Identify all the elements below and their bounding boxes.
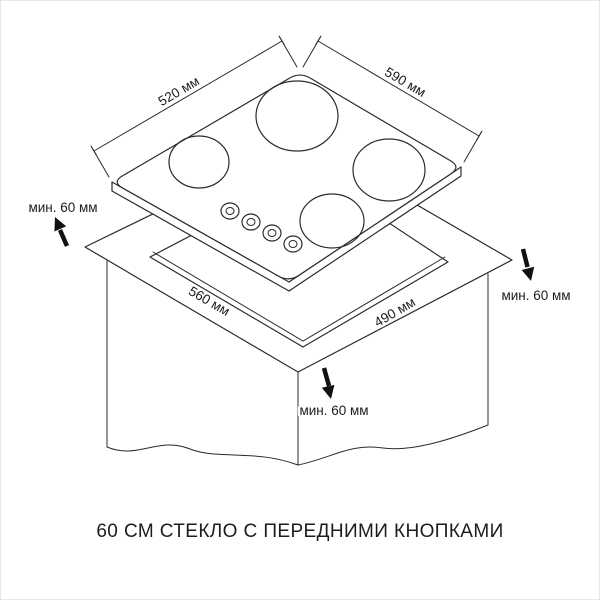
burner-right bbox=[352, 138, 426, 202]
cooktop bbox=[111, 74, 462, 292]
control-knobs bbox=[220, 202, 303, 253]
control-knob-4 bbox=[283, 235, 303, 253]
clearance-right-arrow-stem bbox=[520, 248, 530, 268]
dim-520-label: 520 мм bbox=[156, 73, 202, 109]
dim-590-line bbox=[317, 40, 480, 137]
control-knob-1 bbox=[220, 202, 240, 220]
cooktop-side-thickness bbox=[111, 166, 462, 292]
down-arrow-icon bbox=[321, 384, 335, 399]
cutout-inner-rim bbox=[152, 251, 446, 342]
control-knob-2 bbox=[241, 213, 261, 231]
down-arrow-icon bbox=[521, 266, 535, 281]
clearance-bottom: мин. 60 мм bbox=[297, 367, 371, 421]
clearance-bottom-label: мин. 60 мм bbox=[299, 403, 368, 418]
clearance-right-label: мин. 60 мм bbox=[501, 288, 570, 303]
burner-back bbox=[255, 80, 339, 152]
control-knob-2-cap bbox=[246, 218, 256, 226]
control-knob-3-cap bbox=[267, 229, 277, 237]
burner-left bbox=[168, 135, 230, 189]
cabinet-outline bbox=[106, 260, 489, 466]
cooktop-glass-surface bbox=[116, 74, 457, 280]
dim-590-tick-left bbox=[315, 36, 321, 46]
cabinet-break-line-left bbox=[106, 444, 299, 466]
control-knob-3 bbox=[262, 224, 282, 242]
dim-560-label: 560 мм bbox=[186, 283, 232, 319]
clearance-bottom-arrow-stem bbox=[321, 367, 332, 387]
clearance-left-label: мин. 60 мм bbox=[28, 200, 97, 215]
dim-520-tick-left bbox=[91, 146, 97, 156]
cabinet-break-line-right bbox=[297, 424, 489, 466]
product-caption: 60 СМ СТЕКЛО С ПЕРЕДНИМИ КНОПКАМИ bbox=[96, 521, 504, 542]
dim-490-label: 490 мм bbox=[372, 294, 418, 330]
burner-front bbox=[299, 193, 365, 249]
clearance-left: мин. 60 мм bbox=[26, 198, 100, 247]
control-knob-1-cap bbox=[225, 207, 235, 215]
dim-520-tick-right bbox=[279, 36, 285, 46]
control-knob-4-cap bbox=[288, 240, 298, 248]
dim-590-label: 590 мм bbox=[382, 64, 428, 100]
clearance-left-arrow-stem bbox=[57, 229, 70, 247]
dim-590-tick-right bbox=[476, 131, 482, 141]
up-arrow-icon bbox=[54, 217, 67, 232]
clearance-right: мин. 60 мм bbox=[499, 248, 573, 306]
dim-520-line bbox=[93, 40, 283, 152]
